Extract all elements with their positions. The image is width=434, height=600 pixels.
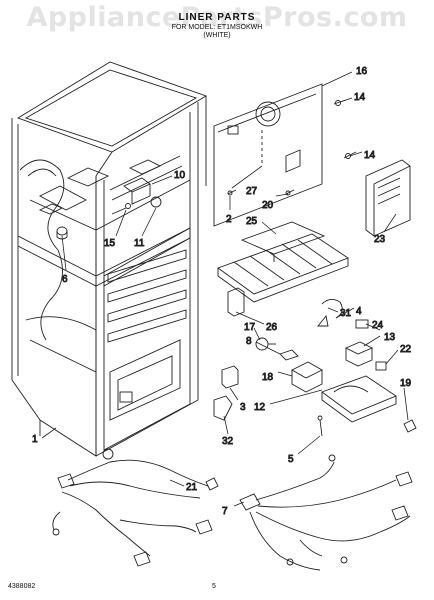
callout-10: 10 <box>174 170 186 181</box>
callout-12: 12 <box>254 402 266 413</box>
part-23-cover <box>365 159 411 237</box>
part-19-plug <box>403 419 417 433</box>
callout-2: 2 <box>226 214 232 225</box>
color-line: (WHITE) <box>203 32 231 39</box>
callout-4: 4 <box>356 306 362 317</box>
callout-18: 18 <box>262 372 274 383</box>
leader-lines <box>41 71 409 507</box>
callout-1: 1 <box>32 434 38 445</box>
model-subtitle: FOR MODEL: ET1MSOKWH (WHITE) <box>0 24 434 40</box>
part-18-relay <box>291 361 323 393</box>
part-16-back-plate <box>213 83 323 227</box>
callout-21: 21 <box>186 482 198 493</box>
callout-27: 27 <box>246 186 258 197</box>
callout-22: 22 <box>400 344 412 355</box>
wire-harness-7 <box>239 454 413 571</box>
callout-14-upper: 14 <box>354 92 366 103</box>
model-line: FOR MODEL: ET1MSOKWH <box>171 24 263 31</box>
callout-25: 25 <box>246 216 258 227</box>
page-number: 5 <box>212 583 216 590</box>
callout-24: 24 <box>372 320 384 331</box>
part-24-switch <box>355 319 369 329</box>
part-3-clip <box>221 365 239 389</box>
part-8-socket <box>279 349 299 361</box>
callout-5: 5 <box>288 454 294 465</box>
callout-16: 16 <box>356 66 368 77</box>
part-17-bulb <box>255 337 276 351</box>
callout-32: 32 <box>222 436 234 447</box>
small-fasteners <box>227 189 295 196</box>
part-13-control <box>344 341 374 367</box>
callout-13: 13 <box>384 332 396 343</box>
part-32-bracket <box>213 395 233 421</box>
callout-11: 11 <box>134 238 145 249</box>
callout-14-lower: 14 <box>364 150 376 161</box>
screw-14-lower <box>343 151 357 159</box>
liner-cabinet <box>11 61 208 457</box>
callout-7: 7 <box>222 506 228 517</box>
part-10-control <box>111 177 162 215</box>
part-22-connector <box>375 361 387 371</box>
callout-17: 17 <box>244 322 256 333</box>
watermark-logo: AppliancePartsPros.com <box>26 2 408 33</box>
part-25-bracket <box>240 221 326 262</box>
page-title: LINER PARTS <box>178 12 256 23</box>
callout-15: 15 <box>104 238 116 249</box>
callout-26: 26 <box>266 322 278 333</box>
drawing-number: 4388082 <box>8 583 36 590</box>
part-12-tray <box>321 375 397 423</box>
part-5-screw <box>317 415 323 437</box>
callout-19: 19 <box>400 378 412 389</box>
callout-20: 20 <box>262 200 274 211</box>
callout-31: 31 <box>340 308 352 319</box>
wire-harness-21 <box>52 448 219 567</box>
part-26-shelf <box>217 233 349 317</box>
callout-23: 23 <box>374 234 386 245</box>
callout-3: 3 <box>240 402 246 413</box>
part-31-thermistor <box>317 299 343 327</box>
callout-6: 6 <box>62 274 68 285</box>
callout-8: 8 <box>246 336 252 347</box>
callout-numbers: 16 14 14 10 27 20 2 15 11 23 25 6 31 4 2… <box>32 66 412 518</box>
